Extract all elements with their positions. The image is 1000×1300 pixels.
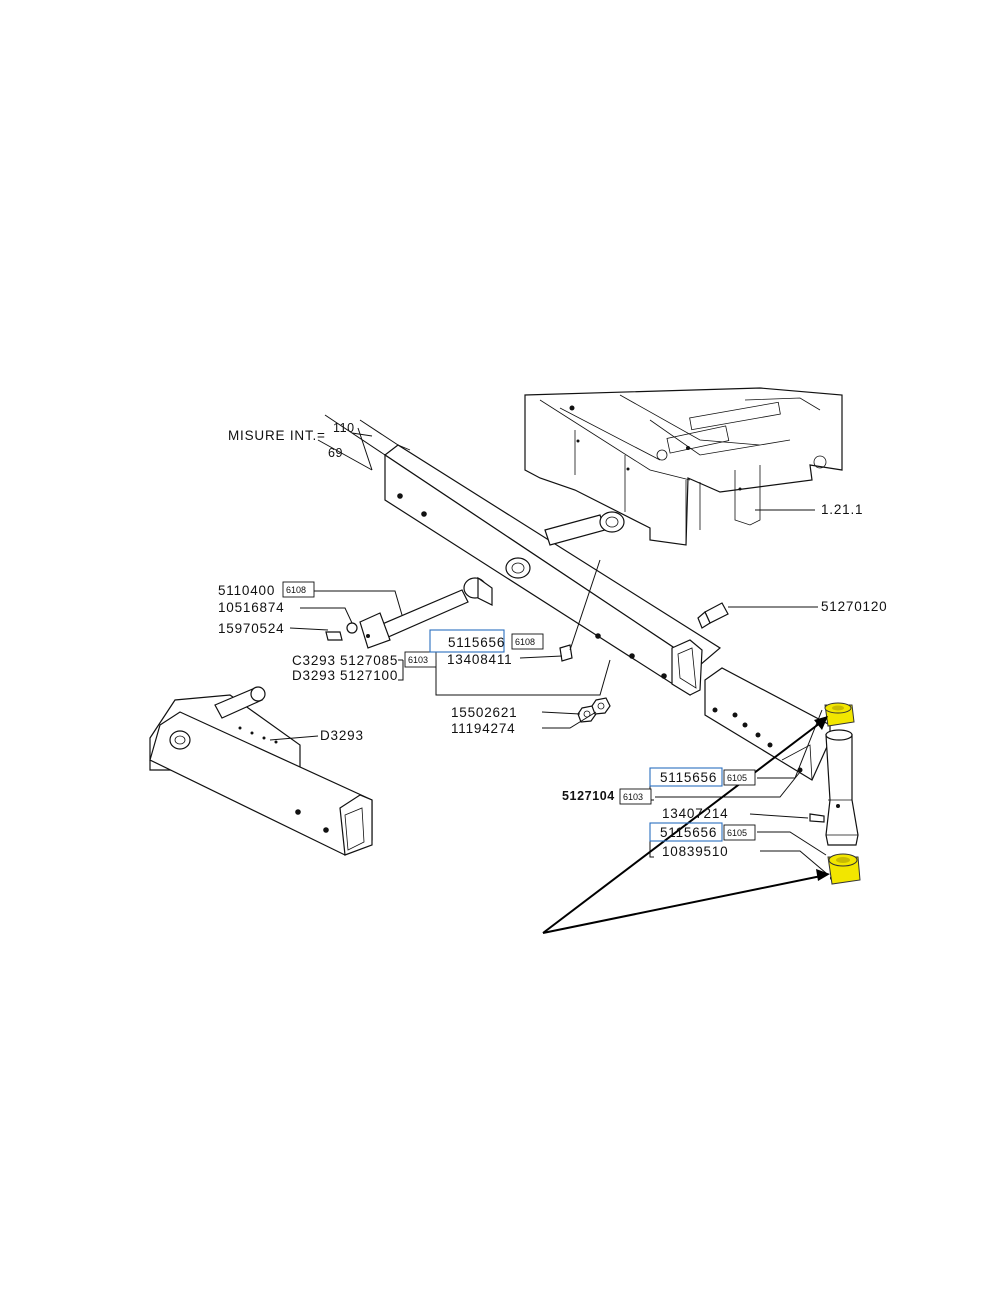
part-5127085-code: 6103 <box>408 655 428 665</box>
pivot-pin <box>325 589 469 649</box>
frame-ref-label: 1.21.1 <box>821 502 863 517</box>
part-5115656-center-code: 6108 <box>515 637 535 647</box>
part-5127085-label: 5127085 <box>340 653 398 668</box>
part-15502621-label: 15502621 <box>451 705 517 720</box>
part-5115656-bottom-label: 5115656 <box>660 825 717 840</box>
nut-washer <box>577 697 611 723</box>
dimension-inner-value: 69 <box>328 446 343 460</box>
dimension-label: MISURE INT.= <box>228 428 326 443</box>
part-10516874-label: 10516874 <box>218 600 284 615</box>
part-5127104-label: 5127104 <box>562 789 615 803</box>
part-5110400-label: 5110400 <box>218 583 275 598</box>
leader-lines-left <box>289 590 611 729</box>
pin-ref-label: 51270120 <box>821 599 887 614</box>
bottom-bushing-callout-box <box>649 822 723 842</box>
dimension-marks <box>317 427 373 471</box>
tractor-frame <box>524 387 843 546</box>
part-13408411-label: 13408411 <box>447 652 512 667</box>
part-5127104-code: 6103 <box>623 792 643 802</box>
part-10839510-label: 10839510 <box>662 844 728 859</box>
part-5127100-label: 5127100 <box>340 668 398 683</box>
inset-variant-d3293 <box>149 686 373 856</box>
bushing-callout-box <box>429 629 505 653</box>
callout-arrows <box>542 716 830 934</box>
part-5115656-center-label: 5115656 <box>448 635 505 650</box>
inset-d3293-label: D3293 <box>320 728 364 743</box>
top-bushing-callout-box <box>649 767 723 787</box>
part-c3293-prefix: C3293 <box>292 653 336 668</box>
part-13407214-label: 13407214 <box>662 806 728 821</box>
dimension-outer-value: 110 <box>333 421 355 435</box>
part-5115656-top-label: 5115656 <box>660 770 717 785</box>
part-5115656-bottom-code: 6105 <box>727 828 747 838</box>
highlighted-bushings <box>824 702 861 885</box>
axle-beam <box>324 414 722 696</box>
part-11194274-label: 11194274 <box>451 721 515 736</box>
locating-pin <box>697 602 818 629</box>
part-5115656-top-code: 6105 <box>727 773 747 783</box>
part-d3293-prefix: D3293 <box>292 668 336 683</box>
part-15970524-label: 15970524 <box>218 621 284 636</box>
part-5110400-code: 6108 <box>286 585 306 595</box>
center-bushing <box>463 576 493 606</box>
grease-fitting <box>559 559 601 662</box>
